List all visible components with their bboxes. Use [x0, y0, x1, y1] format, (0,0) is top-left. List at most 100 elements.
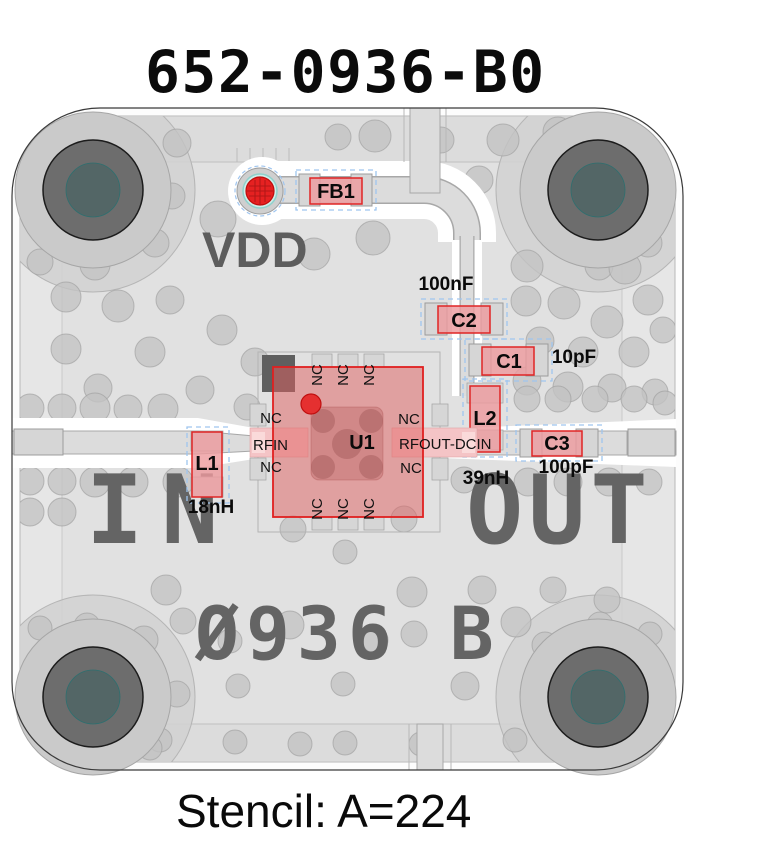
u1-pin-nc: NC	[335, 498, 352, 520]
via	[513, 467, 543, 497]
l2-value: 39nH	[463, 468, 509, 489]
via	[618, 336, 650, 368]
via	[279, 515, 307, 543]
via	[567, 336, 599, 368]
bottom-stub	[416, 723, 444, 770]
l1-label: L1	[195, 453, 218, 475]
c3-body	[531, 430, 583, 457]
via	[150, 574, 182, 606]
via	[185, 375, 215, 405]
via	[20, 497, 45, 527]
via	[632, 284, 664, 316]
via	[47, 393, 77, 423]
u1-pin-nc: NC	[309, 498, 326, 520]
u1-pin-nc: NC	[400, 460, 422, 477]
u1-pin-rfout: RFOUT-DCIN	[399, 436, 492, 453]
via	[544, 385, 572, 413]
u1-pin-nc: NC	[260, 459, 282, 476]
c1-body	[481, 346, 535, 376]
via	[620, 385, 648, 413]
l1-value: 18nH	[188, 497, 234, 518]
mounting-hole	[14, 618, 172, 776]
via	[358, 119, 392, 153]
component-c2: C2 100nF	[419, 274, 508, 340]
via	[635, 468, 663, 496]
via	[510, 249, 544, 283]
u1-pin-nc: NC	[260, 410, 282, 427]
via	[594, 467, 624, 497]
l1-body	[191, 431, 223, 498]
mounting-hole	[519, 618, 677, 776]
via	[199, 200, 237, 238]
component-fb1: FB1	[295, 169, 377, 211]
c3-label: C3	[544, 433, 570, 455]
u1-pin-nc: NC	[398, 411, 420, 428]
via	[332, 730, 358, 756]
via	[581, 385, 609, 413]
via	[553, 467, 583, 497]
via	[225, 673, 251, 699]
u1-label: U1	[349, 432, 375, 454]
via	[222, 729, 248, 755]
via	[155, 285, 185, 315]
u1-pin-nc: NC	[335, 364, 352, 386]
fb1-label: FB1	[317, 181, 355, 203]
via	[649, 316, 675, 344]
via	[275, 610, 305, 640]
u1-body	[272, 366, 424, 518]
via	[134, 336, 166, 368]
via	[330, 671, 356, 697]
via	[510, 285, 542, 317]
c3-value: 100pF	[539, 457, 594, 478]
silkscreen-vdd: VDD	[202, 222, 308, 278]
via	[20, 393, 45, 423]
via	[539, 576, 567, 604]
via	[324, 123, 352, 151]
via	[450, 671, 480, 701]
c1-label: C1	[496, 351, 522, 373]
component-l1: L1 18nH	[186, 426, 234, 518]
via	[50, 333, 82, 365]
vdd-top-stub	[409, 108, 441, 194]
via	[400, 620, 428, 648]
silkscreen-text: VDD IN OUT Ø936 B	[86, 222, 653, 677]
component-c1: C1 10pF	[464, 338, 596, 382]
via	[361, 626, 389, 654]
via	[297, 237, 331, 271]
mounting-hole	[519, 111, 677, 269]
via	[513, 385, 541, 413]
u1-thermal-vias	[311, 409, 383, 479]
via	[450, 466, 478, 494]
component-u1: U1 RFIN RFOUT-DCIN NC NC NC NC NC NC NC …	[249, 351, 492, 533]
via	[20, 466, 45, 496]
via	[217, 628, 243, 654]
via	[396, 576, 428, 608]
via	[502, 727, 528, 753]
via	[590, 305, 624, 339]
page-title: 652-0936-B0	[145, 38, 546, 106]
component-c3: C3 100pF	[515, 424, 603, 478]
u1-pin-nc: NC	[361, 364, 378, 386]
via	[206, 314, 238, 346]
vdd-testpoint	[234, 165, 286, 217]
via	[547, 286, 581, 320]
rf-out-edge-pad	[627, 428, 676, 457]
silkscreen-out: OUT	[466, 456, 653, 566]
via	[467, 575, 497, 605]
mounting-hole	[14, 111, 172, 269]
c1-value: 10pF	[552, 347, 596, 368]
mounting-holes	[14, 111, 677, 776]
via	[652, 390, 675, 416]
via	[26, 248, 54, 276]
stencil-note: Stencil: A=224	[176, 785, 471, 837]
u1-pin1-dot	[300, 393, 322, 415]
rf-in-edge-pad	[13, 428, 64, 456]
via	[355, 220, 391, 256]
u1-thermal-pad	[310, 406, 384, 481]
via	[50, 281, 82, 313]
c2-label: C2	[451, 310, 477, 332]
silkscreen-board-id: Ø936 B	[194, 592, 501, 677]
via	[332, 539, 358, 565]
